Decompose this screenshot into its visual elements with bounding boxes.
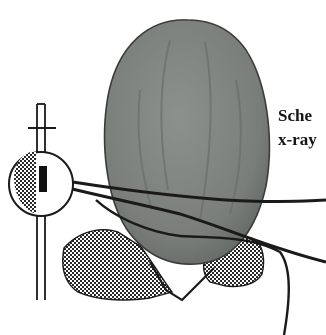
tube-cathode bbox=[39, 166, 47, 192]
seed-specimen bbox=[105, 20, 270, 264]
caption-line-1: Sche bbox=[278, 106, 312, 126]
caption-line-2: x-ray bbox=[278, 130, 317, 150]
